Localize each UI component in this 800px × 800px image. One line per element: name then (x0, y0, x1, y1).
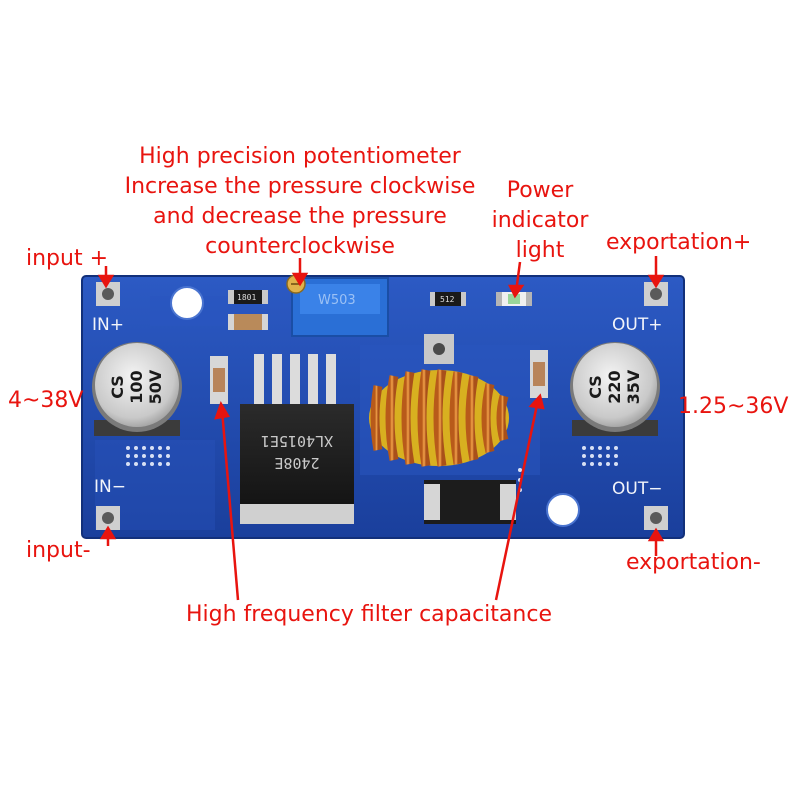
silk-in-plus: IN+ (92, 315, 124, 335)
potentiometer-note-line1: High precision potentiometer (139, 144, 461, 169)
silk-out-minus: OUT− (612, 479, 662, 499)
potentiometer-note-line3: and decrease the pressure (153, 204, 447, 229)
input-cap-brand: CS (108, 375, 127, 399)
power-note-line2: indicator (491, 208, 589, 233)
power-led (496, 292, 532, 306)
output-voltage-label: 1.25~36V (678, 394, 789, 419)
potentiometer-note-line4: counterclockwise (205, 234, 395, 259)
inductor-coil (369, 334, 509, 467)
output-cap-brand: CS (586, 375, 605, 399)
xl4015-chip: 2408E XL4015E1 (240, 354, 354, 524)
input-voltage-label: 4~38V (8, 388, 84, 413)
pad-out-minus (644, 506, 668, 530)
annotation-arrows (97, 256, 665, 601)
power-light-annotation: Power indicator light (480, 176, 600, 266)
mounting-hole (170, 286, 204, 320)
filter-capacitor-right (530, 350, 548, 398)
filter-capacitance-label: High frequency filter capacitance (186, 602, 552, 627)
silk-out-plus: OUT+ (612, 315, 662, 335)
output-cap-voltage: 35V (624, 369, 643, 404)
input-cap-value: 100 (127, 370, 146, 403)
input-plus-label: input + (26, 246, 109, 271)
chip-code: 2408E (274, 454, 319, 472)
input-minus-label: input- (26, 538, 91, 563)
resistor-512-label: 512 (440, 295, 455, 304)
potentiometer-annotation: High precision potentiometer Increase th… (100, 142, 500, 262)
smd-resistor-1801: 1801 (228, 290, 268, 304)
via-array (126, 446, 618, 492)
silk-in-minus: IN− (94, 477, 126, 497)
export-minus-label: exportation- (626, 550, 761, 575)
chip-model: XL4015E1 (261, 432, 333, 450)
filter-capacitor-left (210, 356, 228, 404)
output-cap-value: 220 (605, 370, 624, 403)
schottky-diode (424, 480, 516, 524)
power-note-line3: light (515, 238, 565, 263)
input-capacitor: CS 100 50V (92, 342, 182, 436)
potentiometer-note-line2: Increase the pressure clockwise (124, 174, 476, 199)
smd-capacitor (228, 314, 268, 330)
potentiometer: W503 (286, 274, 389, 337)
export-plus-label: exportation+ (606, 230, 752, 255)
power-note-line1: Power (506, 178, 574, 203)
output-capacitor: CS 220 35V (570, 342, 660, 436)
pad-in-plus (96, 282, 120, 306)
smd-resistor-512: 512 (430, 292, 466, 306)
potentiometer-label: W503 (318, 293, 356, 308)
mounting-hole (546, 493, 580, 527)
resistor-1801-label: 1801 (237, 293, 256, 302)
input-cap-voltage: 50V (146, 369, 165, 404)
